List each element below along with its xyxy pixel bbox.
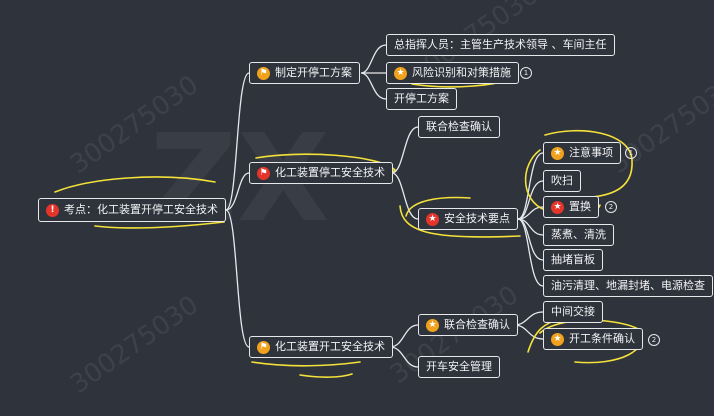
marker-badge: 2 <box>605 201 617 213</box>
mindmap-node-precautions[interactable]: ★ 注意事项 <box>543 142 621 164</box>
node-label: 开车安全管理 <box>426 360 492 373</box>
node-label: 蒸煮、清洗 <box>551 228 606 241</box>
node-label: 化工装置停工安全技术 <box>275 166 385 179</box>
connector-line <box>391 126 419 174</box>
mindmap-node-purging[interactable]: 吹扫 <box>543 170 581 192</box>
node-label: 化工装置开工安全技术 <box>275 340 385 353</box>
highlight-annotation <box>54 176 216 193</box>
node-label: 制定开停工方案 <box>275 66 352 79</box>
node-label: 联合检查确认 <box>444 318 510 331</box>
red-star-icon: ★ <box>551 200 564 214</box>
node-label: 联合检查确认 <box>426 120 492 133</box>
connector-line <box>360 44 387 74</box>
mindmap-node-shutdown-plan[interactable]: ⚑ 制定开停工方案 <box>249 62 360 84</box>
mindmap-node-shutdown-safety[interactable]: ⚑ 化工装置停工安全技术 <box>249 162 393 184</box>
highlight-annotation <box>94 221 225 229</box>
connector-line <box>225 172 250 211</box>
mindmap-node-joint-inspection[interactable]: 联合检查确认 <box>418 116 500 138</box>
node-label: 风险识别和对策措施 <box>412 66 511 79</box>
node-label: 考点：化工装置开停工安全技术 <box>64 203 218 216</box>
mindmap-node-startup-conditions[interactable]: ★ 开工条件确认 <box>543 328 643 350</box>
star-icon: ★ <box>426 318 439 332</box>
node-label: 吹扫 <box>551 174 573 187</box>
star-icon: ★ <box>394 66 407 80</box>
connector-line <box>360 72 387 100</box>
mindmap-node-blind-plate[interactable]: 抽堵盲板 <box>543 249 603 271</box>
marker-badge: 2 <box>648 334 660 346</box>
flag-icon: ⚑ <box>257 340 270 354</box>
node-label: 中间交接 <box>551 305 595 318</box>
connector-line <box>517 152 544 220</box>
mindmap-node-oil-cleanup[interactable]: 油污清理、地漏封堵、电源检查 <box>543 275 713 297</box>
connector-line <box>517 218 544 287</box>
flag-icon: ⚑ <box>257 66 270 80</box>
connector-line <box>517 180 544 220</box>
connector-line <box>391 172 419 220</box>
mindmap-node-startup-joint-inspection[interactable]: ★ 联合检查确认 <box>418 314 518 336</box>
mindmap-node-commander[interactable]: 总指挥人员：主管生产技术领导 、车间主任 <box>386 34 615 56</box>
node-label: 注意事项 <box>569 146 613 159</box>
node-label: 油污清理、地漏封堵、电源检查 <box>551 279 705 292</box>
mindmap-node-intermediate-handover[interactable]: 中间交接 <box>543 301 603 323</box>
node-label: 抽堵盲板 <box>551 253 595 266</box>
connector-line <box>513 311 544 326</box>
mindmap-node-plan[interactable]: 开停工方案 <box>386 88 457 110</box>
marker-badge: 1 <box>625 147 637 159</box>
mindmap-node-startup-safety[interactable]: ⚑ 化工装置开工安全技术 <box>249 336 393 358</box>
marker-badge: 1 <box>520 67 532 79</box>
highlight-annotation <box>251 361 361 367</box>
connector-line <box>225 209 250 348</box>
node-label: 置换 <box>569 200 591 213</box>
mindmap-node-key-points[interactable]: ★ 安全技术要点 <box>418 208 518 230</box>
red-star-icon: ★ <box>426 212 439 226</box>
star-icon: ★ <box>551 146 564 160</box>
highlight-annotation <box>399 205 521 238</box>
mindmap-node-startup-management[interactable]: 开车安全管理 <box>418 356 500 378</box>
highlight-annotation <box>299 373 353 378</box>
connector-line <box>225 72 250 211</box>
node-label: 总指挥人员：主管生产技术领导 、车间主任 <box>394 38 607 51</box>
mindmap-node-replacement[interactable]: ★ 置换 <box>543 196 599 218</box>
connector-line <box>389 324 419 348</box>
mindmap-node-risk-identification[interactable]: ★ 风险识别和对策措施 <box>386 62 519 84</box>
mindmap-root-node[interactable]: ! 考点：化工装置开停工安全技术 <box>38 198 226 222</box>
node-label: 开工条件确认 <box>569 332 635 345</box>
star-icon: ★ <box>551 332 564 346</box>
connector-line <box>389 346 419 368</box>
node-label: 安全技术要点 <box>444 212 510 225</box>
highlight-annotation <box>405 196 471 217</box>
connector-line <box>517 218 544 261</box>
exclamation-icon: ! <box>46 203 59 217</box>
node-label: 开停工方案 <box>394 92 449 105</box>
mindmap-node-steaming-cleaning[interactable]: 蒸煮、清洗 <box>543 224 614 246</box>
red-flag-icon: ⚑ <box>257 166 270 180</box>
